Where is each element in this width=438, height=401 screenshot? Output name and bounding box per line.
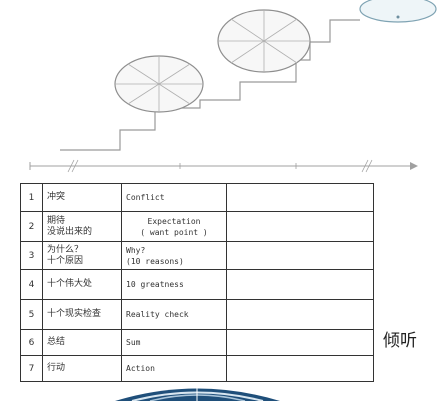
staircase-line <box>60 19 360 151</box>
empty-cell <box>226 329 374 356</box>
chinese-term: 没说出来的 <box>47 226 93 237</box>
row-number: 2 <box>20 211 43 242</box>
table-row: 5 十个现实检查 Reality check <box>20 299 374 330</box>
english-term: ( want point ) <box>140 227 208 237</box>
row-number: 6 <box>20 329 43 356</box>
english-term: Reality check <box>126 310 189 319</box>
english-term-cell: Reality check <box>121 299 227 330</box>
row-number: 4 <box>20 269 43 300</box>
empty-cell <box>226 299 374 330</box>
english-term-cell: Action <box>121 355 227 382</box>
chinese-term: 行动 <box>47 363 66 373</box>
empty-cell <box>226 211 374 242</box>
table-row: 1 冲突 Conflict <box>20 183 374 212</box>
empty-cell <box>226 355 374 382</box>
row-number: 3 <box>20 241 43 270</box>
table-row: 7 行动 Action <box>20 355 374 382</box>
english-term: Why? <box>126 245 146 255</box>
english-term: Expectation <box>147 216 201 226</box>
logo-arc-graphic <box>115 386 280 401</box>
chinese-term: 期待 <box>47 215 66 226</box>
chinese-term: 为什么？ <box>47 244 84 255</box>
time-axis <box>29 159 418 173</box>
english-term: Conflict <box>126 193 165 202</box>
chinese-term-cell: 冲突 <box>42 183 122 212</box>
chinese-term: 十个伟大处 <box>47 279 93 289</box>
table-row: 4 十个伟大处 10 greatness <box>20 269 374 300</box>
chinese-term: 十个原因 <box>47 255 84 266</box>
empty-cell <box>226 183 374 212</box>
goal-badge <box>359 0 437 23</box>
table-row: 6 总结 Sum <box>20 329 374 356</box>
staircase-diagram <box>29 0 437 173</box>
side-text: 倾听 <box>383 331 417 351</box>
english-term-cell: Conflict <box>121 183 227 212</box>
english-term-cell: Sum <box>121 329 227 356</box>
english-term: 10 greatness <box>126 280 184 289</box>
row-number: 5 <box>20 299 43 330</box>
chinese-term: 总结 <box>47 337 66 347</box>
english-term-cell: 10 greatness <box>121 269 227 300</box>
chinese-term-cell: 十个现实检查 <box>42 299 122 330</box>
english-term-cell: Why?(10 reasons) <box>121 241 227 270</box>
empty-cell <box>226 241 374 270</box>
english-term: (10 reasons) <box>126 256 184 266</box>
empty-cell <box>226 269 374 300</box>
english-term: Action <box>126 364 155 373</box>
left-wheel <box>114 55 204 113</box>
chinese-term-cell: 为什么？十个原因 <box>42 241 122 270</box>
chinese-term: 冲突 <box>47 192 66 202</box>
english-term-cell: Expectation( want point ) <box>121 211 227 242</box>
row-number: 1 <box>20 183 43 212</box>
chinese-term-cell: 行动 <box>42 355 122 382</box>
right-wheel <box>217 9 311 73</box>
chinese-term-cell: 十个伟大处 <box>42 269 122 300</box>
chinese-term: 十个现实检查 <box>47 309 102 319</box>
english-term: Sum <box>126 338 141 347</box>
chinese-term-cell: 总结 <box>42 329 122 356</box>
row-number: 7 <box>20 355 43 382</box>
chinese-term-cell: 期待没说出来的 <box>42 211 122 242</box>
